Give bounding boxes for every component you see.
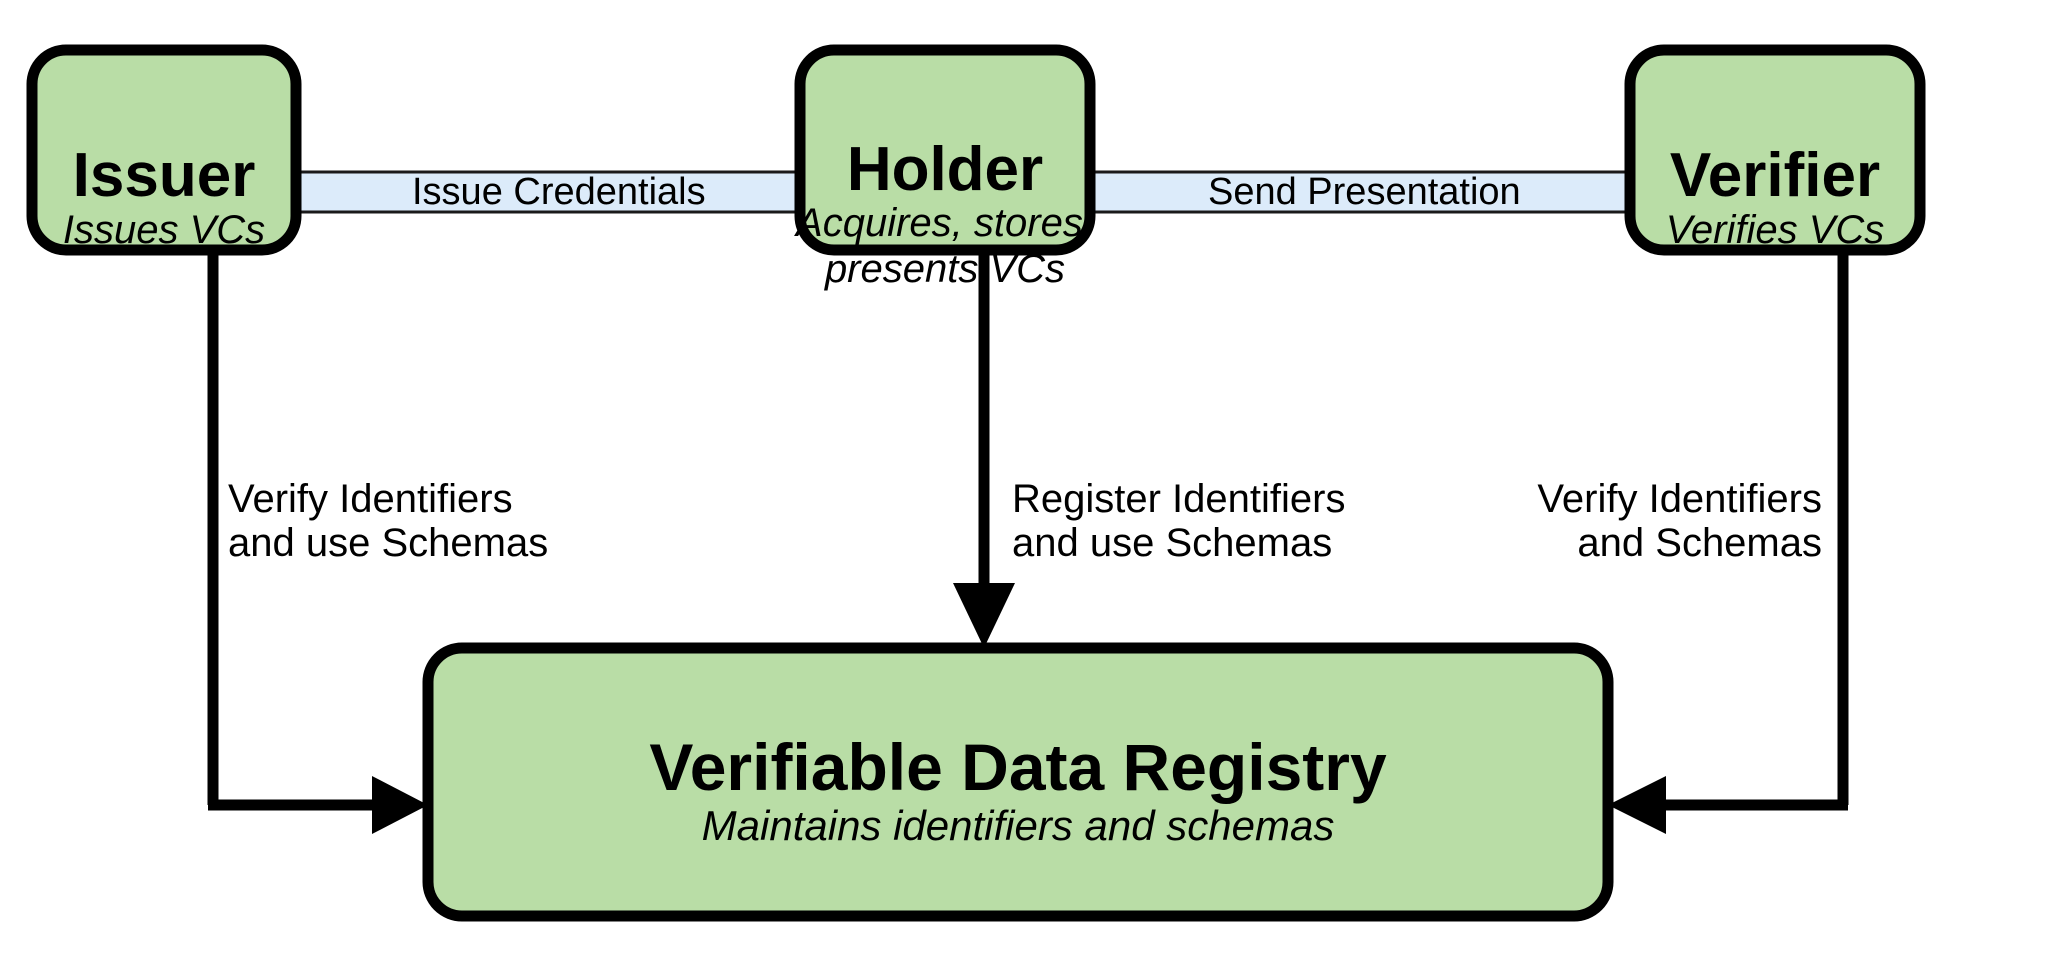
- connector-label-verifier-to-registry: Verify Identifiers and Schemas: [1537, 477, 1822, 565]
- node-holder-subtitle-line-1: Acquires, stores,: [794, 201, 1094, 245]
- connector-label-issuer-to-registry: Verify Identifiers and use Schemas: [228, 477, 548, 565]
- connector-label-holder-to-registry: Register Identifiers and use Schemas: [1012, 477, 1345, 565]
- connector-issuer-to-registry: [207, 250, 428, 834]
- node-verifier[interactable]: Verifier Verifies VCs: [1624, 44, 1926, 256]
- connector-holder-to-registry: [953, 250, 1015, 648]
- node-verifier-box: [1624, 44, 1926, 256]
- node-verifiable-data-registry[interactable]: Verifiable Data Registry Maintains ident…: [422, 642, 1614, 922]
- arrowhead-holder-to-registry: [953, 583, 1015, 648]
- node-verifiable-data-registry-box: [422, 642, 1614, 922]
- arrowhead-verifier-to-registry: [1608, 776, 1666, 834]
- node-verifiable-data-registry-subtitle-line-1: Maintains identifiers and schemas: [702, 802, 1335, 849]
- connector-label-verifier-line-1: Verify Identifiers: [1537, 477, 1822, 521]
- node-holder-subtitle-line-2: presents VCs: [824, 247, 1065, 291]
- node-verifier-subtitle-line-1: Verifies VCs: [1666, 208, 1885, 252]
- node-issuer[interactable]: Issuer Issues VCs: [26, 44, 302, 256]
- banner-label-issue-credentials: Issue Credentials: [412, 171, 706, 213]
- banner-label-send-presentation: Send Presentation: [1208, 171, 1521, 213]
- node-issuer-box: [26, 44, 302, 256]
- arrowhead-issuer-to-registry: [372, 776, 428, 834]
- node-verifiable-data-registry-title: Verifiable Data Registry: [649, 730, 1387, 804]
- node-issuer-subtitle-line-1: Issues VCs: [63, 208, 265, 252]
- node-holder[interactable]: Holder Acquires, stores, presents VCs: [794, 44, 1096, 291]
- connector-label-verifier-line-2: and Schemas: [1577, 521, 1822, 565]
- connector-verifier-to-registry: [1608, 250, 1849, 834]
- connector-label-issuer-line-2: and use Schemas: [228, 521, 548, 565]
- node-holder-title: Holder: [847, 135, 1043, 204]
- node-verifier-title: Verifier: [1670, 141, 1880, 210]
- node-issuer-title: Issuer: [73, 141, 256, 210]
- connector-label-issuer-line-1: Verify Identifiers: [228, 477, 513, 521]
- connector-label-holder-line-2: and use Schemas: [1012, 521, 1332, 565]
- connector-label-holder-line-1: Register Identifiers: [1012, 477, 1345, 521]
- node-holder-box: [794, 44, 1096, 256]
